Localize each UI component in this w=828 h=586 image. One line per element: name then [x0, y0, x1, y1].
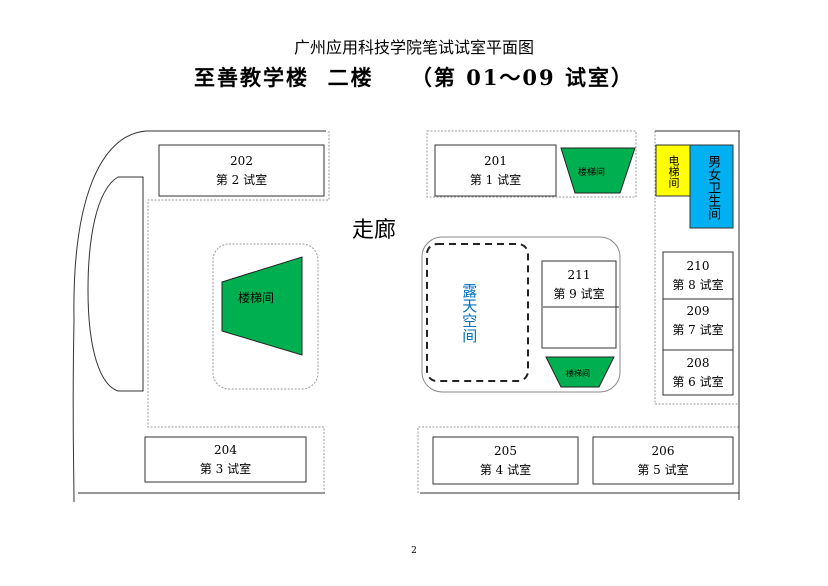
- room-211: 211 第 9 试室: [542, 263, 616, 307]
- room-number: 209: [686, 304, 710, 318]
- stairs-left-shape: [221, 256, 303, 356]
- room-209: 209 第 7 试室: [663, 299, 733, 343]
- room-name: 第 7 试室: [672, 323, 724, 337]
- room-202-box: [158, 144, 325, 197]
- room-number: 211: [567, 268, 591, 282]
- room-204-box: [144, 436, 307, 483]
- room-name: 第 8 试室: [672, 277, 724, 292]
- outline-201-block: [426, 130, 637, 198]
- room-210: 210 第 8 试室: [663, 252, 733, 299]
- room-number: 202: [230, 153, 253, 168]
- room-number: 206: [651, 443, 675, 458]
- room-name: 第 1 试室: [469, 172, 522, 187]
- room-208-210-box: [662, 251, 734, 396]
- restroom-label: 男女卫生间: [705, 154, 721, 220]
- room-name: 第 5 试室: [637, 462, 689, 477]
- room-201: 201 第 1 试室: [435, 145, 556, 196]
- stairs-top-shape: [560, 147, 636, 194]
- room-number: 205: [494, 443, 517, 458]
- room-205-box: [432, 436, 579, 485]
- stairs-left-label: 楼梯间: [238, 291, 275, 305]
- page-title: 广州应用科技学院笔试试室平面图: [293, 38, 534, 57]
- inner-curve-block: [87, 176, 144, 392]
- restroom-shape: [689, 144, 734, 229]
- open-space-dashed: [426, 243, 529, 382]
- room-name: 第 2 试室: [215, 172, 268, 187]
- elevator-label: 电梯间: [667, 154, 681, 188]
- stairs-top-label: 楼梯间: [578, 168, 606, 178]
- room-number: 208: [686, 355, 710, 370]
- room-number: 204: [214, 442, 237, 457]
- corridor-outline-left: [147, 131, 330, 493]
- room-204: 204 第 3 试室: [145, 437, 306, 482]
- room-name: 第 3 试室: [199, 461, 252, 476]
- room-name: 第 4 试室: [479, 462, 532, 477]
- room-208: 208 第 6 试室: [663, 350, 733, 395]
- room-206: 206 第 5 试室: [593, 437, 733, 484]
- room-205: 205 第 4 试室: [433, 437, 578, 484]
- elevator-shape: [655, 144, 691, 197]
- page-subtitle: 至善教学楼 二楼 （第 01～09 试室）: [194, 65, 634, 90]
- room-206-box: [592, 436, 734, 485]
- page-number: 2: [411, 546, 417, 556]
- room-number: 201: [484, 153, 507, 168]
- room-201-box: [434, 144, 557, 197]
- stairs-bottom-shape: [545, 356, 615, 388]
- corridor-label: 走廊: [352, 218, 397, 243]
- stairs-bottom-label: 楼梯间: [566, 369, 590, 378]
- outer-wall-left: [72, 130, 326, 503]
- room-name: 第 6 试室: [672, 374, 724, 389]
- room-number: 210: [686, 258, 710, 273]
- room-name: 第 9 试室: [553, 287, 605, 301]
- room-211-box: [541, 260, 617, 349]
- open-space-label: 露天空间: [460, 283, 479, 343]
- courtyard-outline: [421, 236, 621, 393]
- room-202: 202 第 2 试室: [159, 145, 324, 196]
- stair-area-left: [212, 243, 319, 390]
